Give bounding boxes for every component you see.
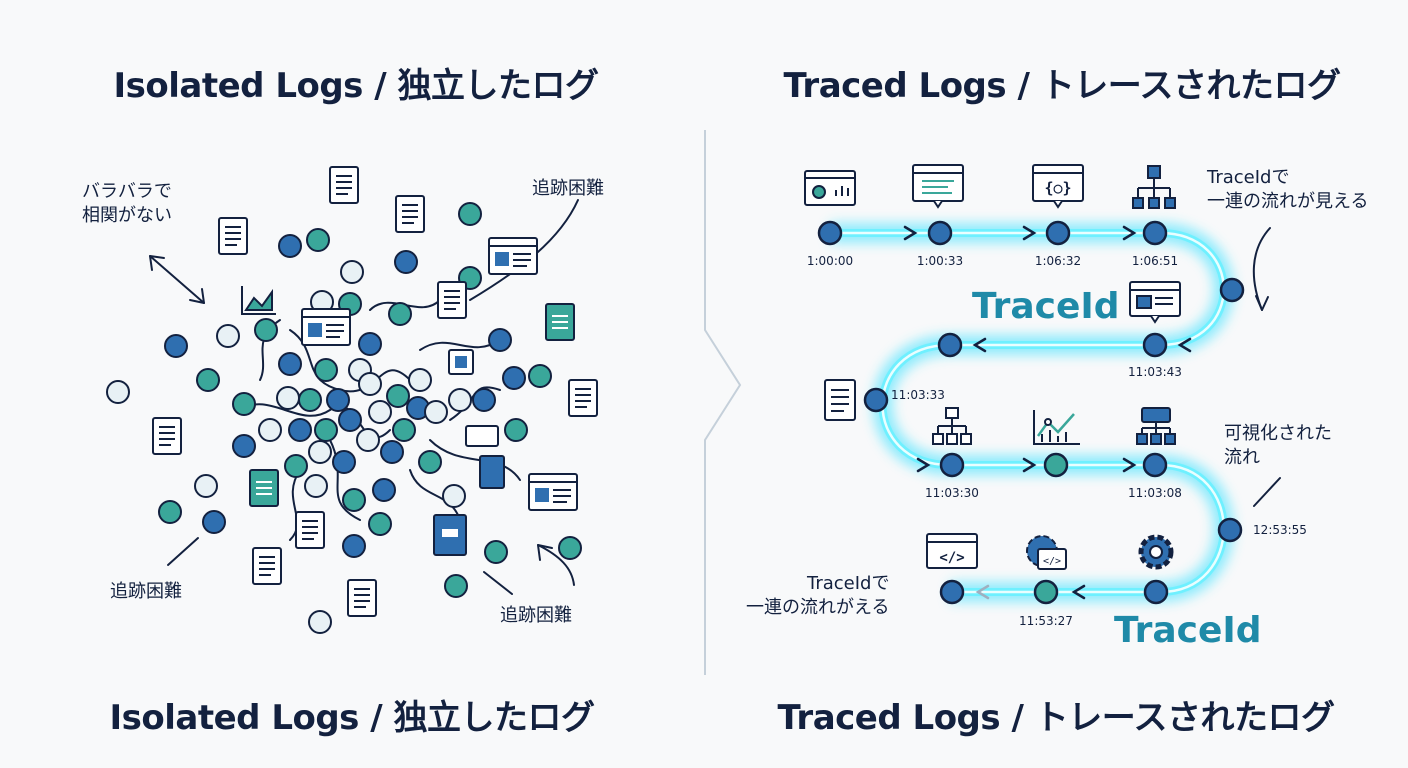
- trace-node: [863, 387, 889, 413]
- log-dot: [394, 250, 418, 274]
- log-dot: [502, 366, 526, 390]
- log-dot: [368, 400, 392, 424]
- log-dot: [106, 380, 130, 404]
- trace-node: [1142, 332, 1168, 358]
- trace-node: [1142, 452, 1168, 478]
- log-dot: [284, 454, 308, 478]
- log-dot: [458, 202, 482, 226]
- log-dot: [448, 388, 472, 412]
- log-dot: [504, 418, 528, 442]
- log-dot: [340, 260, 364, 284]
- log-dot: [216, 324, 240, 348]
- traceid-label-1: TraceId: [972, 286, 1120, 327]
- left-title-top: Isolated Logs / 独立したログ: [113, 66, 599, 106]
- timestamp: 1:06:51: [1131, 254, 1179, 268]
- log-dot: [306, 228, 330, 252]
- isolated-log-scatter: [106, 166, 598, 634]
- log-dot: [372, 478, 396, 502]
- log-dot: [444, 574, 468, 598]
- trace-node: [1217, 517, 1243, 543]
- right-title-bottom: Traced Logs / トレースされたログ: [777, 698, 1335, 738]
- trace-node: [1033, 579, 1059, 605]
- annotation-hard-to-trace-2: 追跡困難: [110, 581, 182, 602]
- svg-text:{○}: {○}: [1044, 179, 1071, 197]
- svg-text:</>: </>: [1043, 556, 1061, 567]
- annotation-scattered: バラバラで 相関がない: [82, 181, 172, 226]
- log-dot: [288, 418, 312, 442]
- log-dot: [380, 440, 404, 464]
- timestamp: 11:53:27: [1019, 614, 1073, 628]
- log-dot: [488, 328, 512, 352]
- annotation-hard-to-trace-3: 追跡困難: [500, 605, 572, 626]
- log-dot: [368, 512, 392, 536]
- log-dot: [202, 510, 226, 534]
- log-dot: [392, 418, 416, 442]
- traceid-label-2: TraceId: [1114, 610, 1262, 651]
- log-dot: [194, 474, 218, 498]
- log-dot: [358, 372, 382, 396]
- log-dot: [254, 318, 278, 342]
- trace-node: [937, 332, 963, 358]
- timestamp: 11:03:43: [1128, 365, 1182, 379]
- log-dot: [164, 334, 188, 358]
- log-dot: [258, 418, 282, 442]
- log-dot: [356, 428, 380, 452]
- svg-text:</>: </>: [939, 550, 964, 566]
- trace-node: [1043, 452, 1069, 478]
- log-dot: [158, 500, 182, 524]
- trace-node: [817, 220, 843, 246]
- timestamp: 1:06:32: [1034, 254, 1082, 268]
- annotation-traceid-flow-2: TraceIdで 一連の流れがえる: [746, 573, 890, 618]
- log-dot: [314, 418, 338, 442]
- annotation-hard-to-trace-1: 追跡困難: [532, 178, 604, 199]
- right-title-top: Traced Logs / トレースされたログ: [783, 66, 1341, 106]
- trace-node: [1045, 220, 1071, 246]
- log-dot: [308, 610, 332, 634]
- trace-node: [939, 579, 965, 605]
- trace-node: [1143, 579, 1169, 605]
- log-dot: [342, 488, 366, 512]
- trace-node: [1142, 220, 1168, 246]
- timestamp: 12:53:55: [1253, 523, 1307, 537]
- log-dot: [332, 450, 356, 474]
- timestamp: 1:00:33: [916, 254, 964, 268]
- log-dot: [386, 384, 410, 408]
- log-dot: [276, 386, 300, 410]
- left-title-bottom: Isolated Logs / 独立したログ: [109, 698, 595, 738]
- log-dot: [304, 474, 328, 498]
- trace-node: [927, 220, 953, 246]
- log-dot: [408, 368, 432, 392]
- log-dot: [326, 388, 350, 412]
- trace-node: [1219, 277, 1245, 303]
- log-dot: [424, 400, 448, 424]
- log-dot: [278, 352, 302, 376]
- log-dot: [528, 364, 552, 388]
- timestamp: 11:03:30: [925, 486, 979, 500]
- timestamp: 11:03:08: [1128, 486, 1182, 500]
- log-dot: [338, 408, 362, 432]
- log-dot: [358, 332, 382, 356]
- timestamp: 1:00:00: [806, 254, 854, 268]
- log-dot: [278, 234, 302, 258]
- annotation-visualized-flow: 可視化された 流れ: [1224, 423, 1332, 468]
- log-dot: [442, 484, 466, 508]
- log-dot: [388, 302, 412, 326]
- log-dot: [342, 534, 366, 558]
- log-dot: [314, 358, 338, 382]
- log-dot: [232, 434, 256, 458]
- annotation-traceid-flow-1: TraceIdで 一連の流れが見える: [1207, 167, 1369, 212]
- log-dot: [484, 540, 508, 564]
- log-dot: [472, 388, 496, 412]
- log-dot: [232, 392, 256, 416]
- trace-node: [939, 452, 965, 478]
- log-dot: [418, 450, 442, 474]
- timestamp: 11:03:33: [891, 388, 945, 402]
- log-dot: [558, 536, 582, 560]
- log-dot: [196, 368, 220, 392]
- log-dot: [308, 440, 332, 464]
